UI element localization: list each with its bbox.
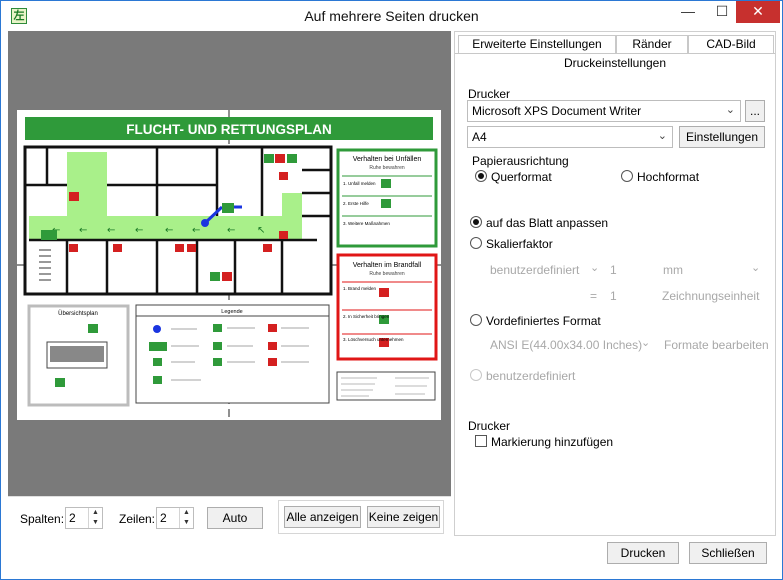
- landscape-label[interactable]: Querformat: [491, 170, 552, 184]
- print-button[interactable]: Drucken: [607, 542, 679, 564]
- custom-format-label[interactable]: benutzerdefiniert: [486, 369, 576, 383]
- plan-title: FLUCHT- UND RETTUNGSPLAN: [126, 122, 332, 137]
- tab-strip: Erweiterte Einstellungen Ränder CAD-Bild: [455, 35, 775, 53]
- printer-settings-button[interactable]: Einstellungen: [679, 126, 765, 148]
- show-all-button[interactable]: Alle anzeigen: [284, 506, 361, 528]
- scale-factor-label[interactable]: Skalierfaktor: [486, 237, 553, 251]
- landscape-radio[interactable]: [475, 170, 487, 182]
- fire-row-3: 3. Löschversuch unternehmen: [343, 337, 404, 342]
- portrait-label[interactable]: Hochformat: [637, 170, 700, 184]
- tab-cad-image[interactable]: CAD-Bild: [688, 35, 774, 53]
- add-marking-label[interactable]: Markierung hinzufügen: [491, 435, 614, 449]
- chevron-down-icon: ⌄: [657, 130, 667, 142]
- chevron-down-icon: ⌄: [590, 262, 600, 274]
- close-button[interactable]: Schließen: [689, 542, 767, 564]
- columns-value: 2: [69, 511, 76, 525]
- scale-numerator[interactable]: 1: [610, 263, 617, 277]
- print-preview[interactable]: ←← ←← ←← ←↖: [8, 31, 451, 496]
- portrait-radio[interactable]: [621, 170, 633, 182]
- spin-down-icon[interactable]: ▼: [92, 519, 99, 526]
- legend-box: [135, 304, 330, 404]
- accidents-row-3: 3. Weitere Maßnahmen: [343, 221, 390, 226]
- scale-mode-select[interactable]: benutzerdefiniert: [490, 263, 580, 277]
- custom-format-radio[interactable]: [470, 369, 482, 381]
- chevron-down-icon: ⌄: [641, 337, 651, 349]
- columns-label: Spalten:: [20, 512, 65, 526]
- fit-to-page-label[interactable]: auf das Blatt anpassen: [486, 216, 609, 230]
- accidents-subtitle: Ruhe bewahren: [369, 165, 405, 171]
- printer-select[interactable]: Microsoft XPS Document Writer ⌄: [467, 100, 741, 122]
- svg-text:←: ←: [107, 225, 115, 236]
- fire-title: Verhalten im Brandfall: [353, 262, 422, 269]
- accidents-row-2: 2. Erste Hilfe: [343, 201, 369, 206]
- selection-group: [278, 500, 444, 534]
- printer-section-label: Drucker: [468, 419, 511, 433]
- corridor: [29, 193, 302, 240]
- svg-text:←: ←: [227, 225, 235, 236]
- predefined-format-select[interactable]: ANSI E(44.00x34.00 Inches): [490, 338, 643, 352]
- spin-up-icon[interactable]: ▲: [183, 509, 190, 516]
- fire-row-1: 1. Brand melden: [343, 286, 377, 291]
- auto-button[interactable]: Auto: [207, 507, 263, 529]
- accidents-row-1: 1. Unfall melden: [343, 181, 376, 186]
- tab-margins[interactable]: Ränder: [616, 35, 688, 53]
- close-icon[interactable]: ✕: [736, 1, 780, 23]
- svg-text:←: ←: [165, 225, 173, 236]
- svg-text:↖: ↖: [257, 225, 265, 236]
- rows-value: 2: [160, 511, 167, 525]
- printer-value: Microsoft XPS Document Writer: [472, 104, 642, 118]
- svg-text:←: ←: [79, 225, 87, 236]
- title-bar: 左 Auf mehrere Seiten drucken — ☐ ✕: [1, 1, 782, 31]
- printer-browse-button[interactable]: ...: [745, 100, 765, 122]
- drawing-unit-label: Zeichnungseinheit: [662, 289, 760, 303]
- accidents-title: Verhalten bei Unfällen: [353, 156, 422, 163]
- scale-factor-radio[interactable]: [470, 237, 482, 249]
- fire-row-2: 2. In Sicherheit bringen: [343, 314, 390, 319]
- plan-title-banner: [25, 117, 433, 140]
- orientation-label: Papierausrichtung: [472, 154, 569, 168]
- window-title: Auf mehrere Seiten drucken: [304, 8, 479, 24]
- stairs-icon: [39, 249, 51, 281]
- svg-text:←: ←: [135, 225, 143, 236]
- rows-stepper[interactable]: 2 ▲ ▼: [156, 507, 194, 529]
- fire-subtitle: Ruhe bewahren: [369, 271, 405, 277]
- scale-equals: =: [590, 289, 598, 303]
- legend-label: Legende: [221, 309, 242, 315]
- preview-sheet: ←← ←← ←← ←↖: [17, 110, 441, 420]
- floor-plan-drawing: ←← ←← ←← ←↖: [17, 110, 441, 420]
- settings-panel: Erweiterte Einstellungen Ränder CAD-Bild…: [454, 31, 776, 536]
- chevron-down-icon: ⌄: [725, 104, 735, 116]
- chevron-down-icon: ⌄: [751, 262, 761, 274]
- edit-formats-button[interactable]: Formate bearbeiten: [664, 338, 769, 352]
- maximize-icon[interactable]: ☐: [715, 3, 729, 19]
- rows-label: Zeilen:: [119, 512, 156, 526]
- fit-to-page-radio[interactable]: [470, 216, 482, 228]
- show-none-button[interactable]: Keine zeigen: [367, 506, 440, 528]
- add-marking-checkbox[interactable]: [475, 435, 487, 447]
- tab-print-settings[interactable]: Druckeinstellungen: [563, 56, 667, 70]
- plan-app-icon: 左: [11, 8, 27, 24]
- tab-advanced[interactable]: Erweiterte Einstellungen: [458, 35, 616, 53]
- predefined-format-radio[interactable]: [470, 314, 482, 326]
- printer-label: Drucker: [468, 87, 511, 101]
- paper-value: A4: [472, 130, 487, 144]
- overview-label: Übersichtsplan: [58, 310, 98, 317]
- accidents-box: [336, 148, 438, 248]
- page-grid-bar: Spalten: 2 ▲ ▼ Zeilen: 2 ▲ ▼ Auto Alle anz…: [8, 496, 451, 536]
- scale-denominator[interactable]: 1: [610, 289, 617, 303]
- columns-stepper[interactable]: 2 ▲ ▼: [65, 507, 103, 529]
- paper-select[interactable]: A4 ⌄: [467, 126, 673, 148]
- spin-down-icon[interactable]: ▼: [183, 519, 190, 526]
- scale-unit-select[interactable]: mm: [663, 263, 683, 277]
- svg-text:←: ←: [192, 225, 200, 236]
- spin-up-icon[interactable]: ▲: [92, 509, 99, 516]
- predefined-format-label[interactable]: Vordefiniertes Format: [486, 314, 601, 328]
- minimize-icon[interactable]: —: [681, 3, 695, 19]
